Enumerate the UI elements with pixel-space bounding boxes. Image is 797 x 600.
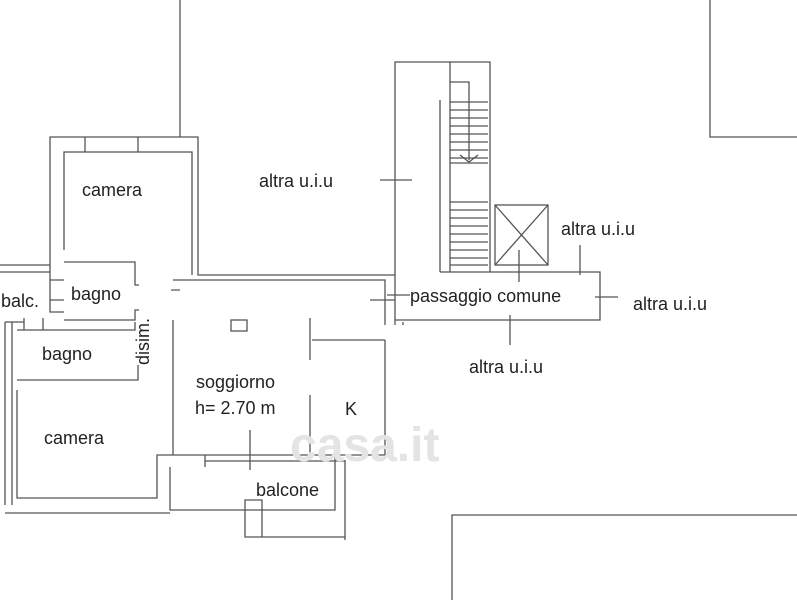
room-label-balc: balc.: [1, 291, 40, 311]
room-label-camera: camera: [82, 180, 143, 200]
room-label-bagno: bagno: [71, 284, 122, 304]
stair-steps: [450, 101, 488, 266]
room-label-camera: camera: [44, 428, 105, 448]
room-label-passaggio: passaggio comune: [410, 286, 562, 306]
room-label-kitchen: K: [345, 399, 358, 419]
neighbour-label: altra u.i.u: [469, 357, 544, 377]
room-label-bagno: bagno: [42, 344, 93, 364]
neighbour-label: altra u.i.u: [259, 171, 334, 191]
room-label-soggiorno: soggiorno: [196, 372, 276, 392]
watermark-logo: casa.it: [290, 419, 440, 472]
neighbour-label: altra u.i.u: [561, 219, 636, 239]
room-label-balcone: balcone: [256, 480, 320, 500]
ceiling-height: h= 2.70 m: [195, 398, 276, 418]
room-label-disim: disim.: [133, 317, 153, 365]
neighbour-label: altra u.i.u: [633, 294, 708, 314]
